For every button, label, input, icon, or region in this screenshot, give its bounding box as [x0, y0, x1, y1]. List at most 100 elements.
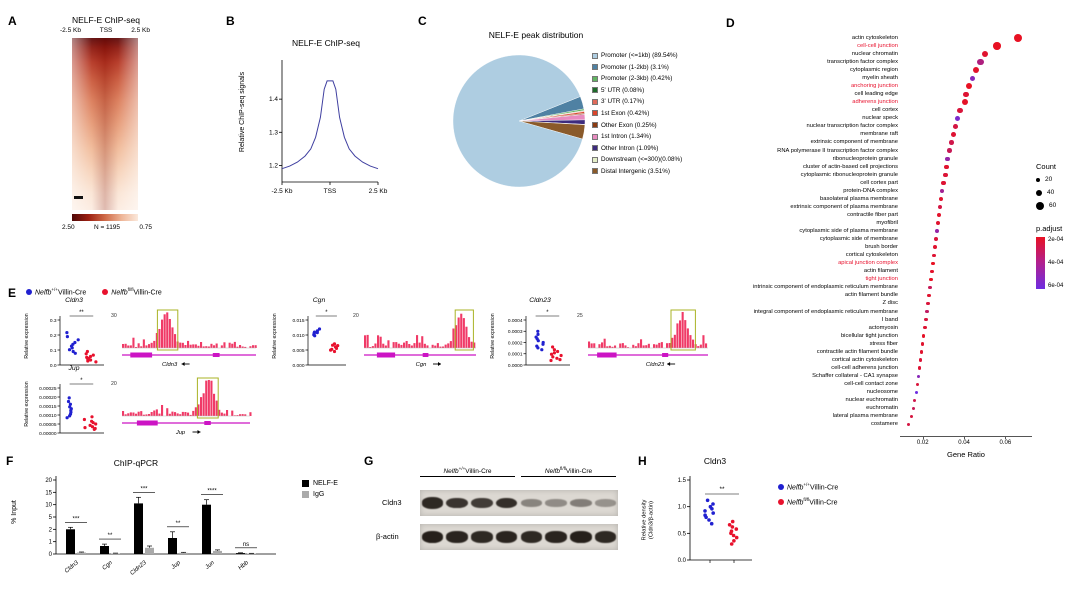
track-bar: [192, 410, 195, 416]
legend-ko: Nelfbfl/flVillin-Cre: [102, 287, 162, 296]
track-bar: [598, 344, 601, 348]
go-term-label: cell-cell contact zone: [844, 380, 898, 387]
y-tick-label: 0.00010: [39, 413, 57, 419]
percent-input-axis-label: % Input: [11, 500, 18, 524]
track-bar: [384, 345, 387, 348]
track-bar: [132, 337, 135, 348]
track-bar: [249, 412, 252, 416]
blot-lane: [593, 524, 618, 550]
track-bar: [470, 341, 473, 348]
n-label: N = 1195: [93, 224, 121, 231]
count-dot-icon: [1036, 201, 1044, 210]
track-bar: [684, 320, 687, 348]
go-term-label: adherens junction: [852, 99, 898, 106]
track-bar: [166, 312, 169, 348]
go-term-dot: [977, 58, 984, 66]
padjust-tick-label: 2e-04: [1048, 237, 1064, 243]
go-term-label: contractile actin filament bundle: [816, 348, 898, 355]
track-bar: [676, 323, 679, 348]
track-bar: [252, 345, 255, 348]
gene-model-exon: [422, 353, 429, 357]
gene-name: Cgn: [312, 297, 326, 304]
blot-band: [594, 531, 617, 543]
ko-point: [332, 349, 337, 354]
track-bar: [236, 346, 239, 348]
track-bar: [158, 329, 161, 348]
go-term-label: euchromatin: [866, 405, 898, 412]
count-label: 20: [1045, 176, 1053, 183]
track-bar: [137, 411, 140, 416]
blot-band: [520, 499, 543, 507]
go-term-label: cell-cell junction: [857, 42, 898, 49]
go-term-label: transcription factor complex: [827, 58, 898, 65]
x-axis-tick: [964, 436, 966, 440]
y-tick-label: 0.2: [50, 333, 57, 339]
igg-bar: [77, 552, 86, 554]
track-bar: [624, 345, 627, 348]
go-term-label: cortical actin cytoskeleton: [831, 356, 898, 363]
track-bar: [161, 405, 164, 416]
legend-swatch: [592, 145, 598, 152]
x-label-left: -2.5 Kb: [60, 27, 81, 34]
track-bar: [223, 342, 226, 348]
pie-legend: Promoter (<=1kb) (89.54%)Promoter (1-2kb…: [592, 52, 682, 175]
track-bar: [239, 345, 242, 348]
peak-highlight-box: [454, 309, 474, 351]
genotype-rest: Villin-Cre: [810, 484, 839, 492]
ko-point: [729, 531, 733, 536]
track-bar: [679, 320, 682, 348]
legend-label: Other Exon (0.25%): [601, 121, 657, 129]
track-bar: [215, 400, 218, 416]
track-bar: [637, 343, 640, 348]
go-term-dot: [937, 213, 942, 218]
go-term-label: nuclear speck: [862, 115, 898, 122]
track-bar: [150, 342, 153, 348]
genotype-rest: Villin-Cre: [58, 289, 87, 297]
track-bar: [233, 341, 236, 348]
y-tick-label: 1.2: [269, 162, 278, 169]
legend-item: Downstream (<=300)(0.08%): [592, 156, 682, 163]
track-bar: [127, 345, 130, 348]
track-bar: [436, 343, 439, 348]
track-bar: [200, 342, 203, 348]
track-bar: [129, 412, 132, 416]
go-term-label: cell cortex: [871, 107, 898, 114]
track-bar: [655, 344, 658, 348]
panel-a-letter: A: [8, 14, 17, 28]
density-y-axis-label-line2: (Cldn3/β-actin): [648, 500, 654, 540]
go-term-dot: [940, 188, 945, 194]
go-term-dot: [944, 164, 949, 169]
ko-point: [90, 425, 95, 429]
go-term-label: nuclear chromatin: [851, 50, 898, 57]
panel-b-letter: B: [226, 14, 235, 28]
y-tick-label: 0.005: [292, 348, 304, 354]
track-bar: [410, 345, 413, 348]
go-term-dot: [933, 245, 938, 250]
track-bar: [603, 338, 606, 348]
sig-label: *: [325, 310, 328, 316]
track-bar: [452, 328, 455, 348]
blot-band: [570, 531, 592, 543]
y-tick-label: 0.0003: [508, 329, 523, 335]
go-term-dot: [931, 261, 935, 266]
genotype-rest: Villin-Cre: [809, 499, 838, 507]
track-bar: [239, 414, 242, 416]
go-term-label: actin filament: [863, 268, 898, 275]
track-bar: [122, 344, 125, 348]
blot-lane: [420, 524, 445, 550]
go-term-dot: [920, 350, 924, 354]
y-tick-label: 0.015: [292, 318, 304, 324]
blot-lane: [494, 524, 519, 550]
scale-min: 0.75: [139, 224, 152, 231]
go-term-dot: [926, 301, 930, 306]
track-bar: [632, 344, 635, 348]
go-term-dot: [945, 156, 950, 161]
blot-lane: [420, 490, 445, 516]
gene-name: Nelfb: [443, 468, 459, 476]
y-tick-label: 0.0000: [508, 363, 523, 369]
y-tick-label: 20: [45, 478, 52, 484]
